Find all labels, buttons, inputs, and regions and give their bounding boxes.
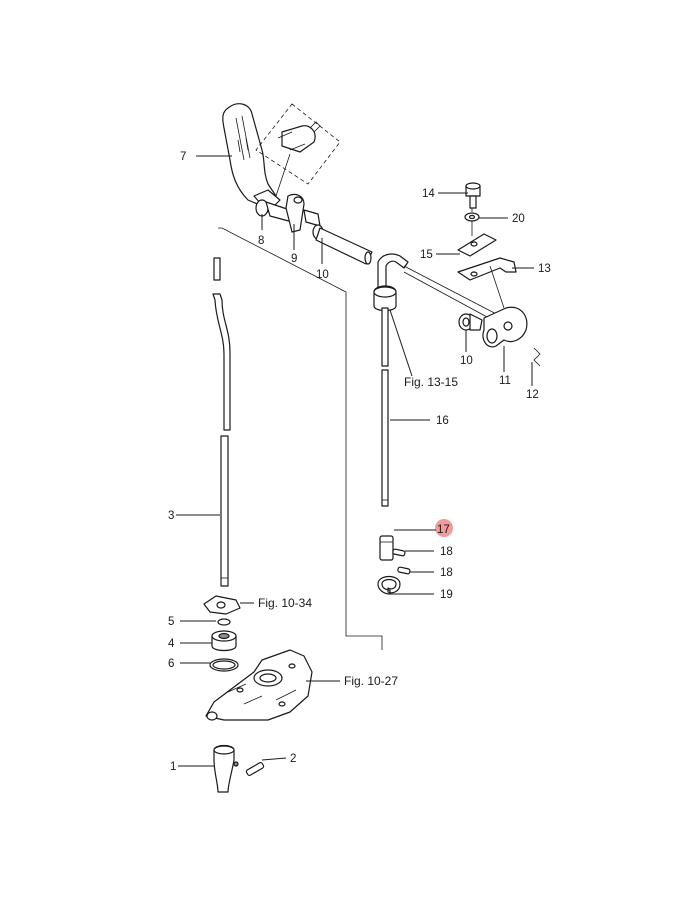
part-labels: 7 8 9 10 3 Fig. 13-15 16 17 18 18 19 14 … <box>168 151 551 773</box>
clip-part-12[interactable] <box>533 347 541 367</box>
label-16[interactable]: 16 <box>436 415 449 427</box>
o-ring-part-6[interactable] <box>209 658 239 672</box>
label-18b[interactable]: 18 <box>440 567 453 579</box>
o-ring-part-5[interactable] <box>217 618 231 626</box>
label-15[interactable]: 15 <box>420 249 433 261</box>
pin-part-2[interactable] <box>245 762 265 776</box>
label-fig-10-27[interactable]: Fig. 10-27 <box>344 674 398 688</box>
label-fig-10-34[interactable]: Fig. 10-34 <box>258 596 312 610</box>
label-11[interactable]: 11 <box>499 375 511 387</box>
label-17[interactable]: 17 <box>437 524 450 536</box>
pin-part-18a[interactable] <box>392 548 406 557</box>
label-5[interactable]: 5 <box>168 616 174 628</box>
housing-fig-10-27[interactable] <box>205 649 313 721</box>
label-8[interactable]: 8 <box>258 235 264 247</box>
connector-lines <box>218 227 505 650</box>
label-4[interactable]: 4 <box>168 638 175 650</box>
shift-rod-part-1[interactable] <box>213 744 239 793</box>
bushing-part-10-right[interactable] <box>458 313 483 331</box>
rod-part-16[interactable] <box>373 285 397 507</box>
bushing-part-4[interactable] <box>211 630 237 652</box>
label-2[interactable]: 2 <box>290 753 296 765</box>
label-1[interactable]: 1 <box>170 761 176 773</box>
washer-part-20[interactable] <box>464 212 480 222</box>
label-3[interactable]: 3 <box>168 510 174 522</box>
rod-part-3[interactable] <box>212 257 231 587</box>
label-20[interactable]: 20 <box>512 213 525 225</box>
label-6[interactable]: 6 <box>168 658 174 670</box>
link-rod-bend[interactable] <box>377 253 409 291</box>
label-10-left[interactable]: 10 <box>316 269 329 281</box>
screw-part-14[interactable] <box>465 182 481 209</box>
plate-part-15[interactable] <box>457 233 497 257</box>
label-14[interactable]: 14 <box>422 188 435 200</box>
lever-part-11[interactable] <box>482 306 528 348</box>
bracket-part-13[interactable] <box>457 257 517 309</box>
clip-part-19[interactable] <box>377 575 401 595</box>
lever-shaft-assembly[interactable] <box>253 189 373 265</box>
label-13[interactable]: 13 <box>538 263 551 275</box>
label-fig-13-15[interactable]: Fig. 13-15 <box>404 375 458 389</box>
detail-inset <box>255 103 341 197</box>
connector-part-17[interactable] <box>379 535 394 561</box>
label-19[interactable]: 19 <box>440 589 453 601</box>
label-9[interactable]: 9 <box>291 253 297 265</box>
leader-lines <box>176 155 534 767</box>
pin-part-18b[interactable] <box>397 566 411 575</box>
gasket-fig-10-34[interactable] <box>203 595 241 615</box>
label-10-right[interactable]: 10 <box>460 355 473 367</box>
label-12[interactable]: 12 <box>526 389 539 401</box>
label-18a[interactable]: 18 <box>440 546 453 558</box>
label-7[interactable]: 7 <box>180 151 186 163</box>
highlight-marker <box>435 519 453 537</box>
